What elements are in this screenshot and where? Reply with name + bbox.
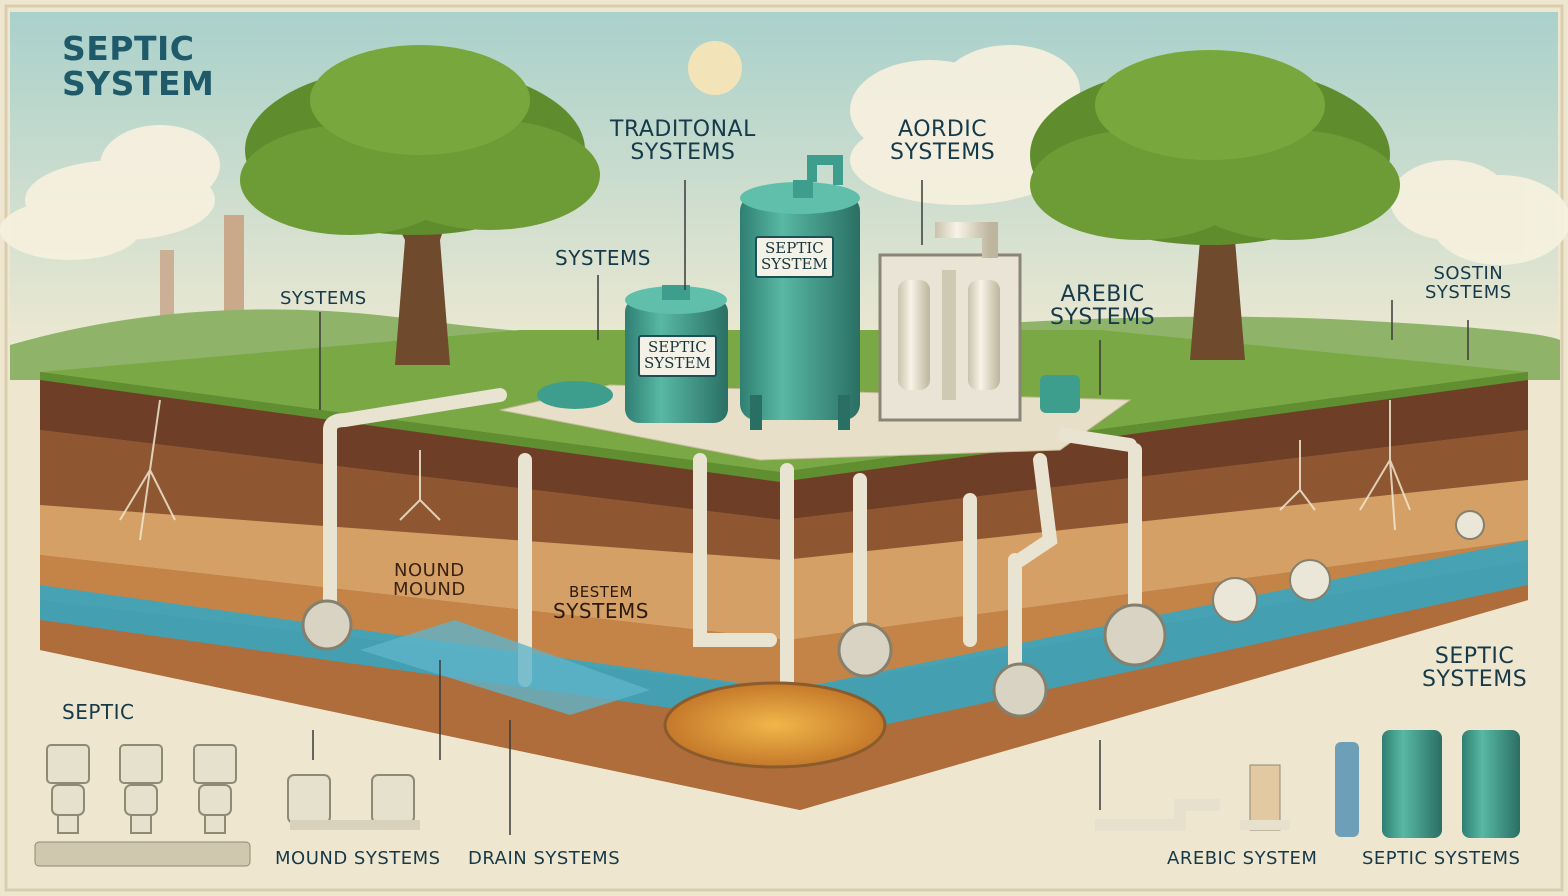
access-lid-icon — [537, 381, 613, 409]
label-systems-center: SYSTEMS — [555, 248, 651, 269]
label-line: SEPTIC — [1422, 645, 1527, 668]
chimney-icon — [224, 215, 244, 325]
sun-icon — [688, 41, 742, 95]
label-traditional-systems: TRADITONAL SYSTEMS — [610, 118, 756, 164]
drain-field — [665, 683, 885, 767]
label-line: MOUND — [393, 581, 466, 600]
toilet-icons — [47, 745, 414, 833]
diagram-title: SEPTIC SYSTEM — [62, 32, 214, 101]
tank-tag-large: SEPTIC SYSTEM — [755, 236, 834, 278]
chimney-icon — [160, 250, 174, 320]
label-line: SYSTEMS — [1050, 306, 1155, 329]
label-arebic-systems: AREBIC SYSTEMS — [1050, 283, 1155, 329]
septic-tank-large — [740, 160, 860, 430]
label-septic-left: SEPTIC — [62, 702, 134, 723]
label-line: SYSTEMS — [890, 141, 995, 164]
drain-pipe-icon — [35, 842, 250, 866]
label-line: SYSTEMS — [1425, 284, 1512, 303]
label-septic-systems-right: SEPTIC SYSTEMS — [1422, 645, 1527, 691]
caption-mound-systems: MOUND SYSTEMS — [275, 850, 441, 869]
tank-tag-small: SEPTIC SYSTEM — [638, 335, 717, 377]
label-line: AREBIC — [1050, 283, 1155, 306]
caption-arebic-system: AREBIC SYSTEM — [1167, 850, 1317, 869]
label-aerobic-systems: AORDIC SYSTEMS — [890, 118, 995, 164]
label-sostin-systems: SOSTIN SYSTEMS — [1425, 265, 1512, 303]
label-line: SYSTEMS — [553, 601, 649, 622]
label-bestem-systems: BESTEM SYSTEMS — [553, 585, 649, 622]
label-systems-left: SYSTEMS — [280, 290, 367, 309]
caption-drain-systems: DRAIN SYSTEMS — [468, 850, 620, 869]
label-line: SYSTEMS — [610, 141, 756, 164]
title-line2: SYSTEM — [62, 67, 214, 102]
pump-chamber-icon — [1040, 375, 1080, 413]
label-line: TRADITONAL — [610, 118, 756, 141]
tag-line: SYSTEM — [761, 257, 828, 273]
tank-icons — [1095, 730, 1520, 838]
tag-line: SYSTEM — [644, 356, 711, 372]
title-line1: SEPTIC — [62, 32, 214, 67]
label-line: AORDIC — [890, 118, 995, 141]
label-mound: NOUND MOUND — [393, 562, 466, 600]
caption-septic-systems: SEPTIC SYSTEMS — [1362, 850, 1520, 869]
label-line: SYSTEMS — [1422, 668, 1527, 691]
aerobic-unit — [880, 230, 1020, 420]
